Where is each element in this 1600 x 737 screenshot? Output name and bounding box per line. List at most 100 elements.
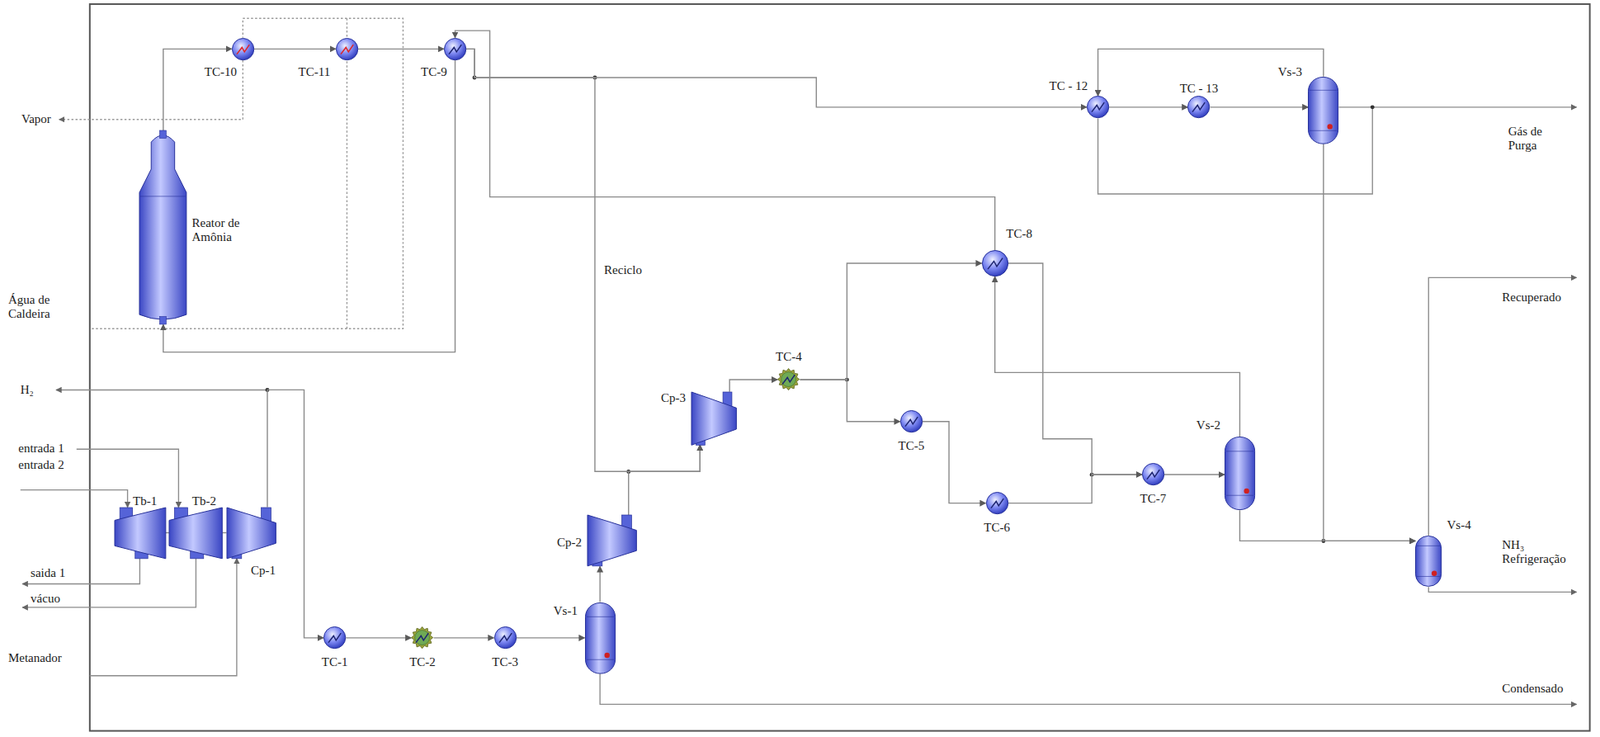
boiler-water-line [91,18,403,329]
equipment-tag: Cp-2 [556,535,582,550]
process-stream [222,532,227,534]
turbine-symbol [114,507,166,559]
process-stream [1098,48,1324,96]
process-stream [345,637,411,638]
heat-exchanger: TC-7 [1142,462,1165,486]
process-stream [1008,263,1143,475]
equipment-tag: Vs-4 [1447,518,1472,533]
stream-label: Recuperado [1501,290,1562,305]
steam-line [59,60,244,120]
process-stream [729,379,778,392]
equipment-tag: Tb-2 [192,494,217,509]
heat-exchanger: TC - 12 [1086,95,1110,118]
junction-dot [1370,104,1375,109]
separator-vessel-symbol [1307,76,1339,145]
stream-label: entrada 2 [18,457,64,472]
heat-exchanger: TC-5 [900,410,923,433]
turbine-symbol [169,507,222,559]
heat-exchanger: TC-6 [986,491,1009,515]
heat-exchanger: TC-4 [777,368,800,391]
stream-label: H₂ [20,382,34,397]
equipment-tag: TC-3 [491,655,519,670]
ammonia-reactor-symbol [139,130,187,325]
boiler-water-line [242,18,347,38]
equipment-tag: TC-5 [897,438,925,454]
ammonia-line [1428,586,1577,592]
stream-label: Água de Caldeira [8,292,81,321]
heat-exchanger: TC-11 [335,37,359,61]
compressor: Cp-3 [691,391,737,445]
heat-exchanger-symbol [443,37,467,61]
separator-vessel: Vs-4 [1415,535,1442,587]
compressor-symbol [226,507,276,559]
process-stream [922,421,987,504]
process-stream [516,637,586,638]
compressor: Cp-2 [587,514,637,567]
process-stream [358,48,444,50]
diagram-frame [89,4,1591,732]
turbine: Tb-1 [114,507,166,559]
heat-exchanger: TC-2 [410,626,434,649]
stream-label: Gás de Purga [1508,124,1565,153]
heat-exchanger-symbol [1187,95,1210,118]
stream-label: Vapor [21,112,52,127]
process-stream [1323,143,1416,541]
equipment-tag: TC-9 [420,65,448,80]
process-stream [599,566,600,602]
turbine: Tb-2 [169,507,222,559]
equipment-tag: TC-2 [409,655,436,670]
process-stream [1164,473,1225,475]
methanator-line [89,558,237,676]
process-stream [254,48,336,50]
compressor-symbol [691,391,737,445]
process-stream [1109,106,1188,108]
compressor: Cp-1 [226,507,276,559]
heat-exchanger-symbol [986,491,1009,515]
process-stream [455,30,996,251]
equipment-tag: TC-10 [204,65,237,80]
equipment-tag: TC-6 [983,520,1011,535]
equipment-tag: Reator de Amônia [191,216,269,245]
equipment-tag: TC-7 [1140,491,1167,506]
process-stream [163,60,456,353]
boiler-water-line [346,60,348,329]
separator-vessel-symbol [585,602,616,675]
heat-exchanger: TC-1 [323,626,346,649]
process-stream [995,276,1241,437]
heat-exchanger-symbol [323,626,346,649]
condensate-line [599,673,1577,704]
stream-label: saida 1 [30,566,66,581]
heat-exchanger: TC - 13 [1187,95,1210,118]
ammonia-reactor: Reator de Amônia [139,130,187,325]
equipment-tag: Vs-1 [553,604,578,619]
stream-label: entrada 1 [18,441,64,456]
heat-exchanger: TC-9 [443,37,467,61]
heat-exchanger-symbol [777,368,800,391]
separator-vessel: Vs-2 [1224,436,1256,510]
process-stream [1008,474,1143,504]
equipment-tag: Tb-1 [132,494,157,509]
process-stream [1239,509,1416,541]
heat-exchanger-symbol [231,37,255,61]
equipment-tag: TC-11 [298,65,331,80]
equipment-tag: Cp-1 [250,563,276,578]
hydrogen-line [56,389,268,391]
heat-exchanger-symbol [335,37,359,61]
process-stream [1210,106,1309,108]
feed-line [20,490,128,508]
process-stream [163,48,232,131]
process-stream [434,637,495,638]
equipment-tag: TC-1 [321,655,349,670]
process-stream [165,532,170,534]
stream-label: vácuo [30,591,61,606]
heat-exchanger-symbol [1142,462,1165,486]
process-stream [267,389,324,638]
heat-exchanger: TC-3 [494,626,517,649]
equipment-tag: Vs-3 [1278,65,1303,80]
separator-vessel-symbol [1224,436,1256,510]
stream-label: Condensado [1501,681,1563,696]
